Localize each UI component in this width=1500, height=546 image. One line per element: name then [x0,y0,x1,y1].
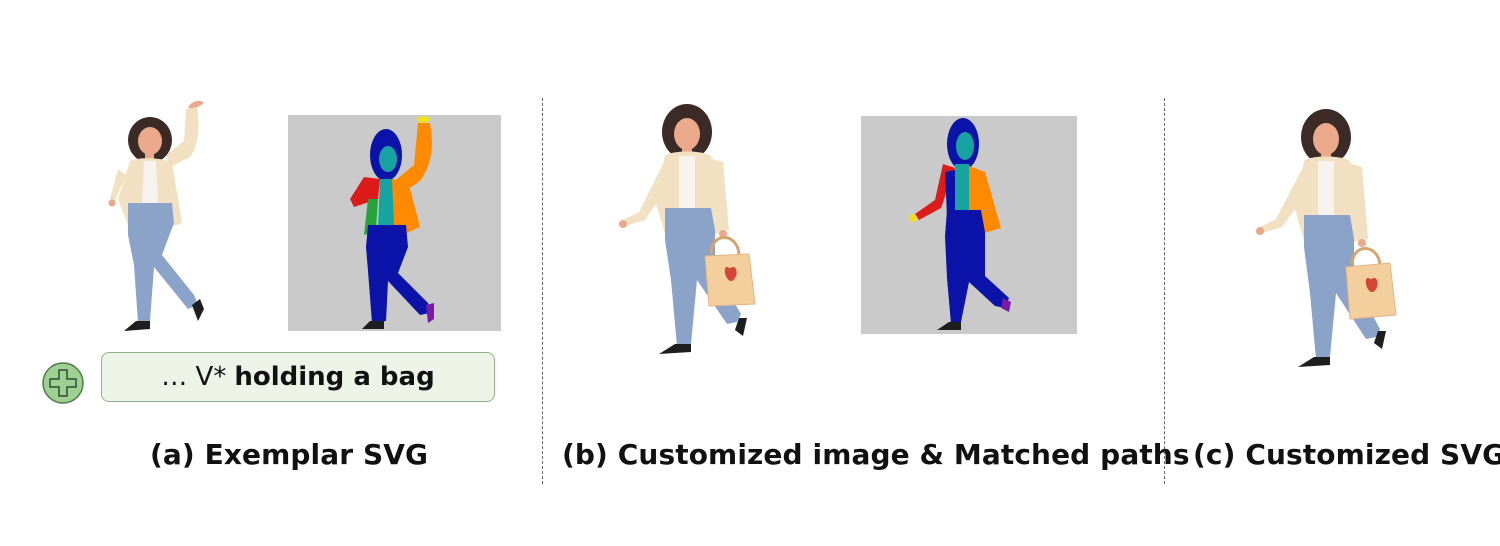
customized-svg-figure [1256,109,1397,367]
caption-a: (a) Exemplar SVG [150,438,429,471]
plus-circle-icon[interactable] [41,361,85,405]
caption-c: (c) Customized SVG [1193,438,1500,471]
dashed-divider-1 [542,98,543,484]
text-prompt-box[interactable]: … V* holding a bag [101,352,495,402]
matched-paths-figure-b [909,118,1011,330]
caption-b: (b) Customized image & Matched paths [562,438,1190,471]
customized-image-figure [619,104,756,354]
prompt-bold-text: holding a bag [234,362,435,392]
exemplar-svg-figure [108,100,204,331]
dashed-divider-2 [1164,98,1165,484]
prompt-prefix: … V* [161,362,227,392]
matched-paths-figure-a [350,116,434,329]
